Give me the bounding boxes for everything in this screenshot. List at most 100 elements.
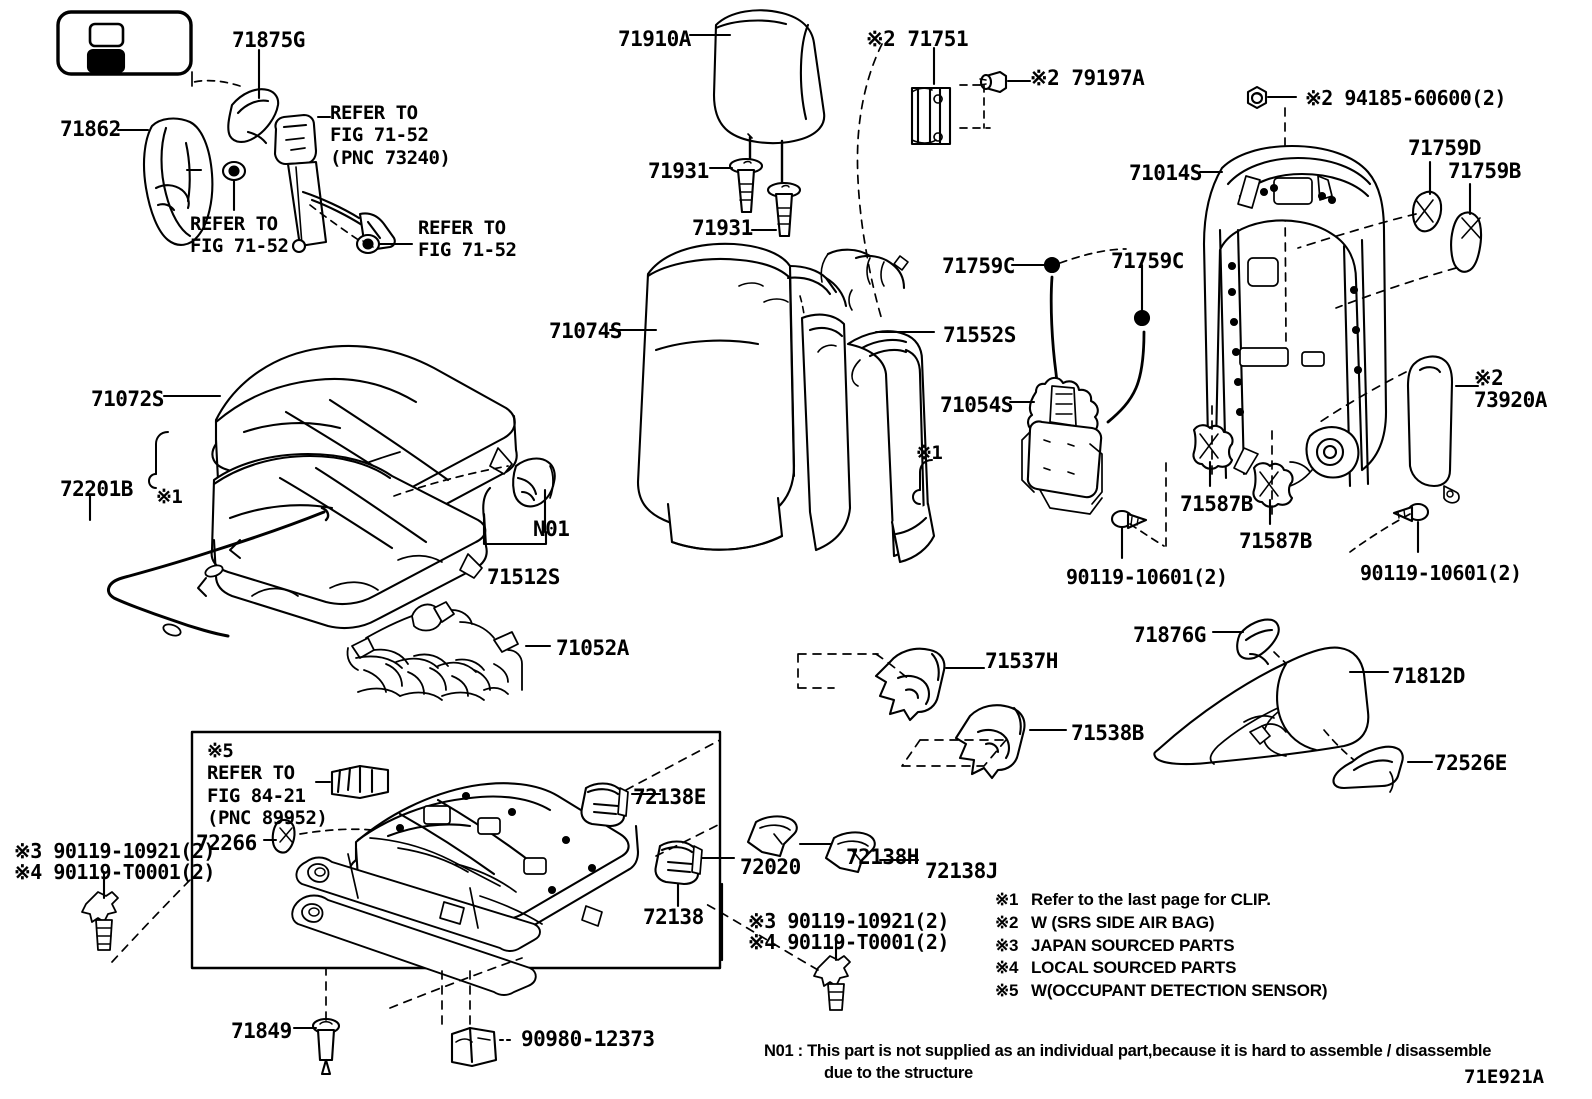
part-71538B-bracket	[954, 704, 1026, 780]
dash-71759D	[1297, 213, 1417, 249]
part-label-p71759D: 71759D	[1408, 136, 1481, 160]
dash-N01-cushion	[393, 465, 509, 497]
footnote-line2: due to the structure	[824, 1064, 973, 1082]
part-label-p71512S: 71512S	[487, 565, 560, 589]
part-72266-clip	[271, 818, 296, 854]
part-71537H-bracket	[874, 647, 946, 722]
part-90119-10601-bolt-right	[1392, 502, 1430, 523]
part-N01-cushion-clip	[512, 457, 556, 508]
icon-clip-hook-back	[919, 459, 933, 491]
part-71587B-clip-right	[1252, 462, 1294, 508]
part-label-p71812D: 71812D	[1392, 664, 1465, 688]
part-73920A-airbag	[1406, 355, 1460, 504]
dash-72266	[299, 828, 373, 835]
part-label-p71537H: 71537H	[985, 649, 1058, 673]
part-label-p71931b: 71931	[692, 216, 753, 240]
part-label-p71751: ※2 71751	[866, 27, 969, 51]
part-label-ast1_cushion: ※1	[156, 486, 183, 508]
part-72138J-bracket	[824, 831, 876, 874]
legend-text: W(OCCUPANT DETECTION SENSOR)	[1031, 981, 1328, 1001]
part-label-p71910A: 71910A	[618, 27, 691, 51]
part-71910A-headrest	[712, 9, 826, 205]
legend-item: ※5 W(OCCUPANT DETECTION SENSOR)	[995, 980, 1328, 1003]
part-71931-bolt-b	[766, 181, 802, 238]
part-71759B-clip	[1450, 211, 1483, 273]
part-label-p72138J: 72138J	[925, 859, 998, 883]
part-71052A-wire-frame	[346, 601, 523, 701]
part-label-p71538B: 71538B	[1071, 721, 1144, 745]
dash-79197A	[959, 84, 991, 129]
part-label-p71587B_l: 71587B	[1180, 492, 1253, 516]
part-71072S-cushion	[210, 345, 518, 630]
part-label-p71849: 71849	[231, 1019, 292, 1043]
legend-text: JAPAN SOURCED PARTS	[1031, 935, 1235, 955]
part-71759C-clip-left	[1043, 256, 1061, 274]
dash-72138E	[625, 739, 721, 791]
part-label-p71759C_l: 71759C	[942, 254, 1015, 278]
dash-71759B	[1335, 267, 1457, 309]
part-90119-10601-bolt-left	[1110, 509, 1148, 530]
dash-71759C-left	[1059, 248, 1127, 264]
bracket-71512S	[482, 488, 548, 546]
part-label-p71876G: 71876G	[1133, 623, 1206, 647]
part-label-p90119_10921_L: ※3 90119-10921(2) ※4 90119-T0001(2)	[14, 839, 215, 885]
dash-track-bottom	[389, 957, 523, 1009]
part-label-p79197A: ※2 79197A	[1030, 66, 1145, 90]
dash-90119-bottom-left	[111, 875, 195, 963]
part-label-p72138H: 72138H	[846, 845, 919, 869]
part-label-p73920A: ※2 73920A	[1474, 366, 1547, 413]
part-label-p72020: 72020	[740, 855, 801, 879]
dash-71875G	[193, 79, 241, 87]
legend-mark: ※4	[995, 958, 1019, 978]
legend-block: ※1 Refer to the last page for CLIP. ※2 W (S…	[995, 889, 1328, 1003]
dash-90119-right	[1349, 513, 1411, 553]
part-72020-seat-track	[291, 782, 640, 996]
dash-72138	[655, 823, 721, 857]
legend-mark: ※2	[995, 912, 1019, 932]
footnote-line1: N01 : This part is not supplied as an in…	[764, 1042, 1492, 1060]
part-label-p90980: 90980-12373	[521, 1027, 655, 1051]
part-label-p71552S: 71552S	[943, 323, 1016, 347]
legend-text: LOCAL SOURCED PARTS	[1031, 958, 1237, 978]
part-label-p90119_10921_R: ※3 90119-10921(2) ※4 90119-T0001(2)	[748, 909, 949, 955]
part-71849-screw	[311, 1017, 341, 1076]
part-72138H-bracket	[746, 815, 798, 858]
part-label-p90119_10601_l: 90119-10601(2)	[1066, 565, 1228, 589]
part-90119-10921-bolt-left	[81, 891, 119, 951]
part-label-p71054S: 71054S	[940, 393, 1013, 417]
part-label-refer_8421: ※5 REFER TO FIG 84-21 (PNC 89952)	[207, 740, 328, 830]
dash-71751	[856, 43, 883, 321]
dash-buckle	[309, 204, 361, 242]
part-label-p71052A: 71052A	[556, 636, 629, 660]
part-label-p71759B: 71759B	[1448, 159, 1521, 183]
part-label-n01_cushion: N01	[533, 517, 570, 541]
legend-mark: ※5	[995, 981, 1019, 1001]
part-71054S-spring	[1021, 376, 1103, 515]
part-label-p72201B: 72201B	[60, 477, 133, 501]
part-71587B-clip-left	[1192, 424, 1234, 470]
part-71876G-cap	[1236, 618, 1280, 666]
legend-item: ※3 JAPAN SOURCED PARTS	[995, 935, 1327, 958]
part-71014S-back-frame	[1202, 144, 1388, 491]
part-label-p72138: 72138	[643, 905, 704, 929]
part-71875G-cap	[227, 88, 280, 145]
part-72138-bracket	[654, 840, 703, 886]
icon-clip-hook-back-end	[912, 489, 921, 505]
part-71751-bracket	[910, 86, 952, 146]
part-94185-nut	[1246, 85, 1268, 110]
part-label-p71931a: 71931	[648, 159, 709, 183]
legend-text: Refer to the last page for CLIP.	[1031, 890, 1271, 909]
icon-clip-hook-cushion	[155, 431, 169, 475]
part-89952-connector	[330, 764, 390, 800]
part-label-refer_7152_right: REFER TO FIG 71-52	[418, 217, 517, 262]
part-71759D-clip	[1411, 190, 1443, 233]
part-label-ast1_back: ※1	[916, 442, 943, 464]
dash-73920A	[1319, 371, 1407, 423]
dash-90119-left	[1129, 523, 1165, 547]
diagram-id: 71E921A	[1464, 1066, 1545, 1088]
legend-mark: ※3	[995, 935, 1019, 955]
legend-text: W (SRS SIDE AIR BAG)	[1031, 912, 1215, 932]
legend-mark: ※1	[995, 890, 1019, 909]
